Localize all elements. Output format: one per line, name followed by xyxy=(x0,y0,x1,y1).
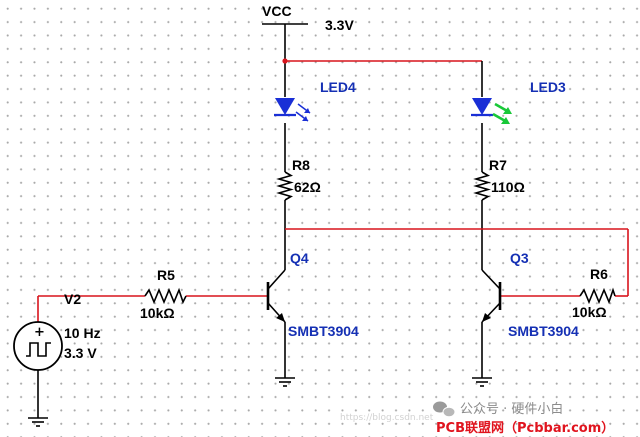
v2-source-icon: + xyxy=(13,321,63,371)
led3-arrow-2-head xyxy=(501,117,510,124)
ground-icon-v2 xyxy=(28,417,48,427)
r7-value: 110Ω xyxy=(491,179,525,195)
r8-resistor-icon xyxy=(276,171,294,201)
wires xyxy=(37,24,629,418)
r7-resistor-icon xyxy=(473,171,491,201)
r5-label: R5 xyxy=(157,267,175,283)
q4-part-label: SMBT3904 xyxy=(288,323,359,339)
v2-square-wave-icon xyxy=(26,342,51,357)
r6-value: 10kΩ xyxy=(572,304,607,320)
vcc-voltage-label: 3.3V xyxy=(325,17,354,33)
r6-resistor-icon xyxy=(579,287,616,305)
junction-dot xyxy=(282,58,288,64)
v2-plus-sign: + xyxy=(34,325,45,340)
q3-transistor-icon xyxy=(481,269,502,323)
r6-label: R6 xyxy=(590,266,608,282)
v2-frequency: 10 Hz xyxy=(64,325,101,341)
r5-value: 10kΩ xyxy=(140,305,175,321)
watermark: https://blog.csdn.net 公众号 · 硬件小白 PCB联盟网（… xyxy=(340,401,614,436)
q3-emitter-arrow xyxy=(482,313,491,322)
v2-amplitude: 3.3 V xyxy=(64,345,97,361)
led4-label: LED4 xyxy=(320,79,356,95)
q4-label: Q4 xyxy=(290,250,309,266)
r7-label: R7 xyxy=(489,157,507,173)
r8-label: R8 xyxy=(292,157,310,173)
led3-diode-icon xyxy=(472,98,492,115)
led3-symbol xyxy=(471,98,512,124)
q4-emitter-arrow xyxy=(276,313,285,322)
q4-transistor-icon xyxy=(266,269,286,323)
wechat-logo-icon xyxy=(433,401,456,418)
q4-collector-lead xyxy=(267,269,286,290)
watermark-site-text: PCB联盟网（Pcbbar.com） xyxy=(436,420,614,436)
watermark-account-text: 公众号 · 硬件小白 xyxy=(460,401,563,417)
led4-arrow-2-head xyxy=(302,116,308,121)
v2-label: V2 xyxy=(64,291,81,307)
ground-icon-q3 xyxy=(472,377,492,387)
watermark-faint-url: https://blog.csdn.net xyxy=(340,413,434,423)
q3-label: Q3 xyxy=(510,250,529,266)
q3-part-label: SMBT3904 xyxy=(508,323,579,339)
led4-diode-icon xyxy=(275,98,295,115)
r5-resistor-icon xyxy=(144,287,187,305)
q3-collector-lead xyxy=(481,269,501,290)
led3-arrow-1-head xyxy=(503,107,512,114)
ground-icon-q4 xyxy=(275,377,295,387)
led4-arrow-1-head xyxy=(304,108,310,113)
r8-value: 62Ω xyxy=(294,179,321,195)
wechat-bubble-2 xyxy=(442,406,456,418)
vcc-label: VCC xyxy=(262,3,292,19)
led3-label: LED3 xyxy=(530,79,566,95)
led4-symbol xyxy=(274,98,311,122)
